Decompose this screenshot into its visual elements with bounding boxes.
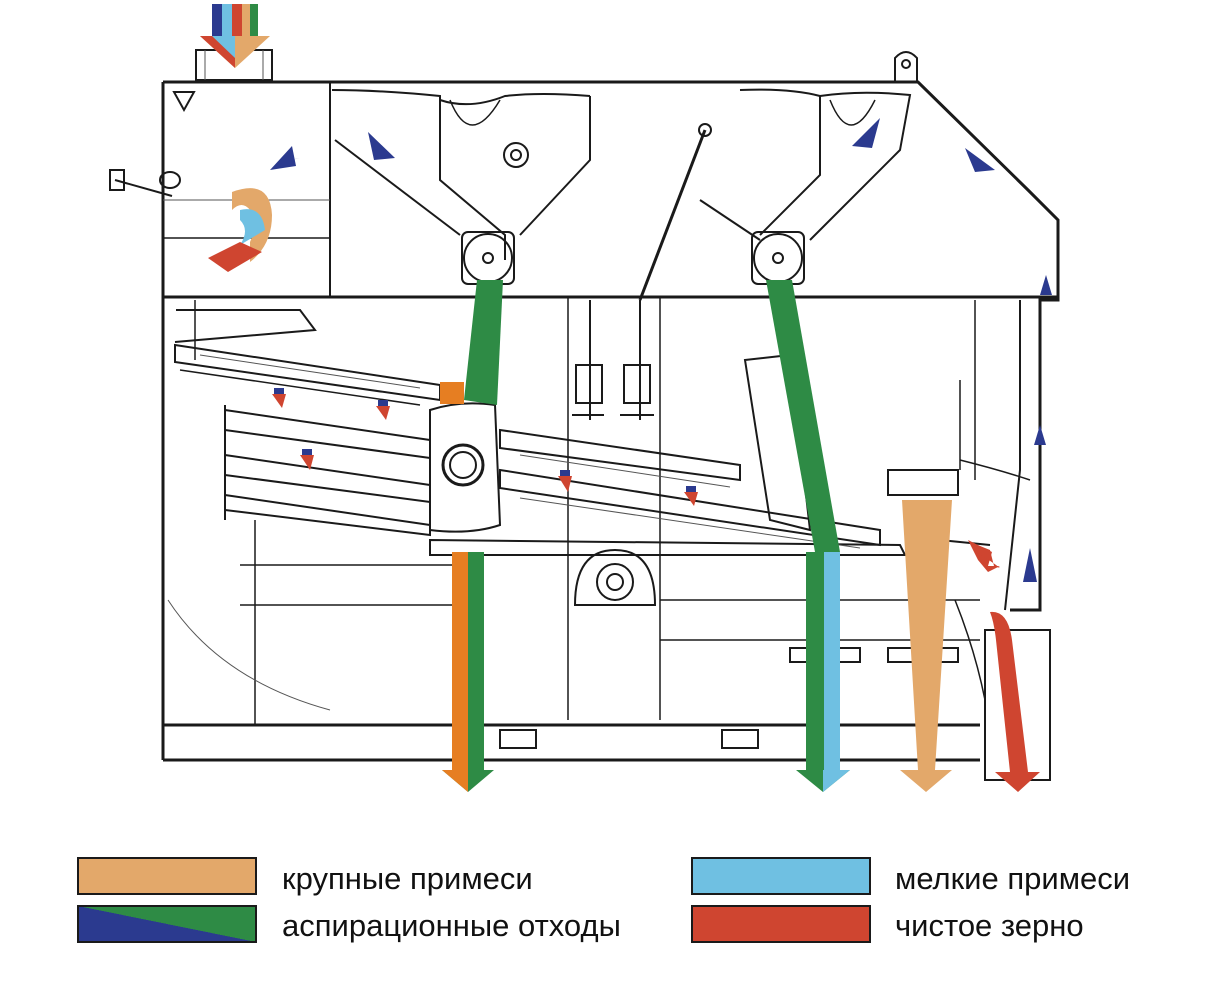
orange-outlet-arrow	[440, 382, 494, 792]
legend-swatch-aspiration	[77, 905, 257, 943]
legend: крупные примеси мелкие примеси аспирацио…	[77, 857, 1130, 943]
right-sieve-stack	[429, 353, 907, 556]
coarse-impurity-outlet-arrow	[900, 500, 952, 792]
legend-label-clean: чистое зерно	[895, 908, 1084, 943]
right-aspiration-channel	[766, 280, 840, 552]
clean-grain-outlet-arrow	[968, 540, 1040, 792]
inlet-arrow	[200, 4, 270, 68]
left-fan-pulley	[461, 231, 515, 285]
legend-item-coarse: крупные примеси	[77, 857, 533, 896]
legend-swatch-clean	[691, 905, 871, 943]
legend-swatch-coarse	[77, 857, 257, 895]
legend-label-fine: мелкие примеси	[895, 861, 1130, 896]
legend-label-coarse: крупные примеси	[282, 861, 533, 896]
pre-separation-arrow	[208, 188, 272, 272]
machine-frame	[109, 49, 1060, 781]
upper-sieve	[174, 309, 441, 406]
legend-item-clean: чистое зерно	[691, 905, 1084, 943]
legend-item-aspiration: аспирационные отходы	[77, 905, 621, 943]
sieve-drive-housing	[429, 402, 502, 533]
legend-swatch-fine	[691, 857, 871, 895]
flow-arrows	[200, 4, 1052, 792]
legend-item-fine: мелкие примеси	[691, 857, 1130, 896]
fine-impurity-outlet-arrow	[796, 552, 850, 792]
eccentric-drive	[573, 548, 657, 606]
left-aspiration-channel	[464, 280, 503, 405]
left-sieve-stack	[224, 405, 431, 537]
legend-label-aspiration: аспирационные отходы	[282, 908, 621, 943]
